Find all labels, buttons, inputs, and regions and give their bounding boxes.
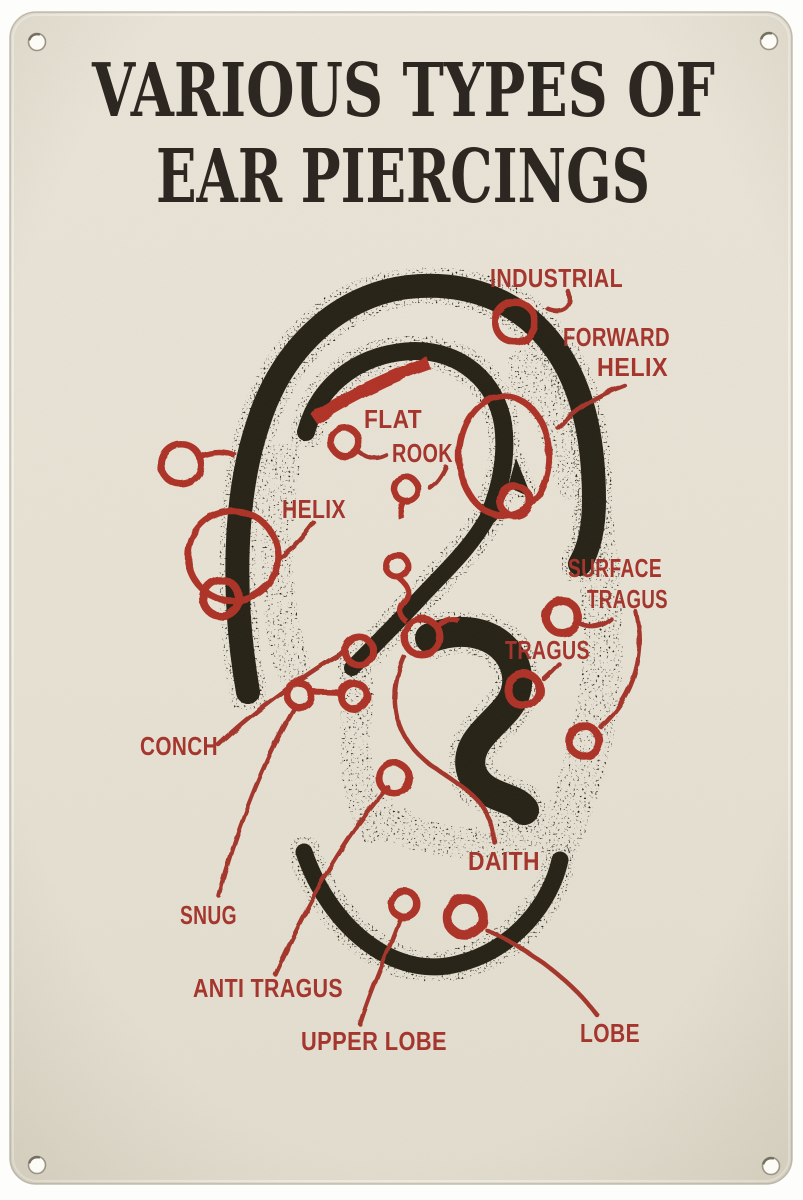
mounting-hole-top-right <box>759 31 779 51</box>
mounting-hole-top-left <box>27 32 47 52</box>
mounting-hole-bottom-right <box>761 1156 781 1176</box>
vignette-overlay <box>10 12 792 1184</box>
mounting-hole-bottom-left <box>27 1155 47 1175</box>
